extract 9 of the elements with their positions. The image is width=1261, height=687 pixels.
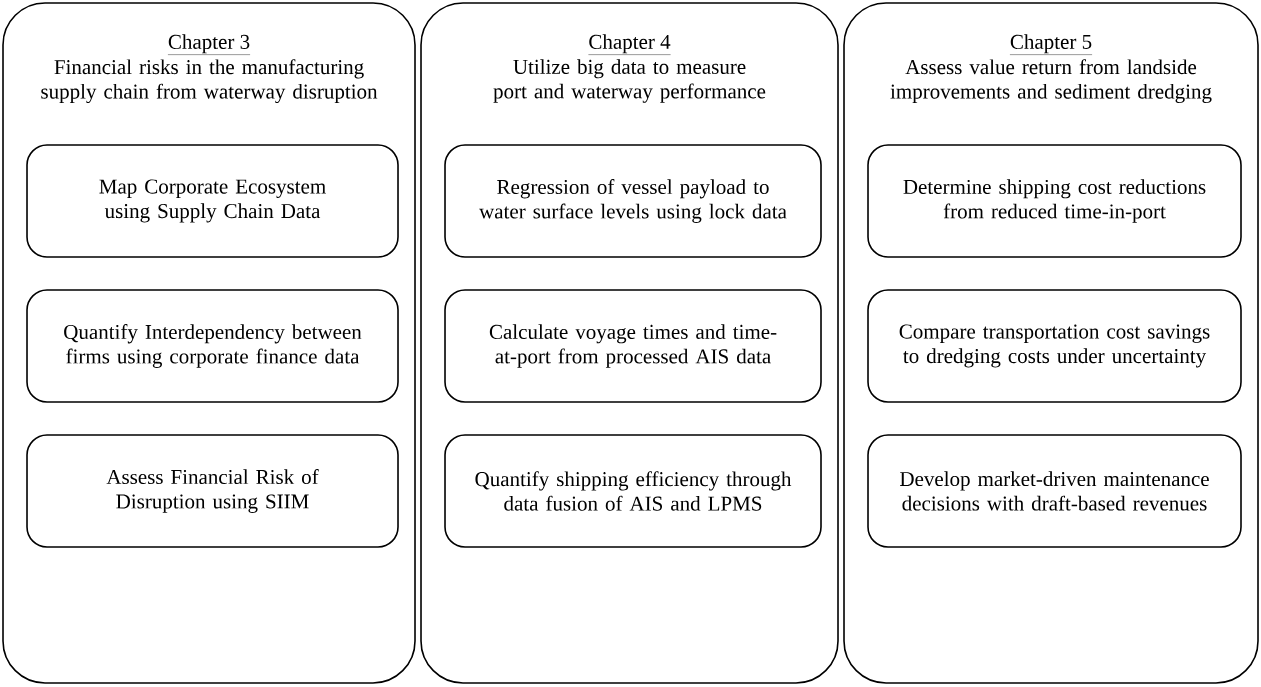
task-box: Quantify Interdependency between firms using corporate finance data bbox=[26, 289, 399, 403]
task-box: Compare transportation cost savings to dredging costs under uncertainty bbox=[867, 289, 1242, 403]
task-box: Map Corporate Ecosystem using Supply Chain Data bbox=[26, 144, 399, 258]
task-box: Calculate voyage times and time-at-port from processed AIS data bbox=[444, 289, 822, 403]
task-box: Quantify shipping efficiency through data fusion of AIS and LPMS bbox=[444, 434, 822, 548]
task-box: Develop market-driven maintenance decisions with draft-based revenues bbox=[867, 434, 1242, 548]
task-box: Assess Financial Risk of Disruption using SIIM bbox=[26, 434, 399, 548]
task-box: Determine shipping cost reductions from reduced time-in-port bbox=[867, 144, 1242, 258]
task-box: Regression of vessel payload to water surface levels using lock data bbox=[444, 144, 822, 258]
